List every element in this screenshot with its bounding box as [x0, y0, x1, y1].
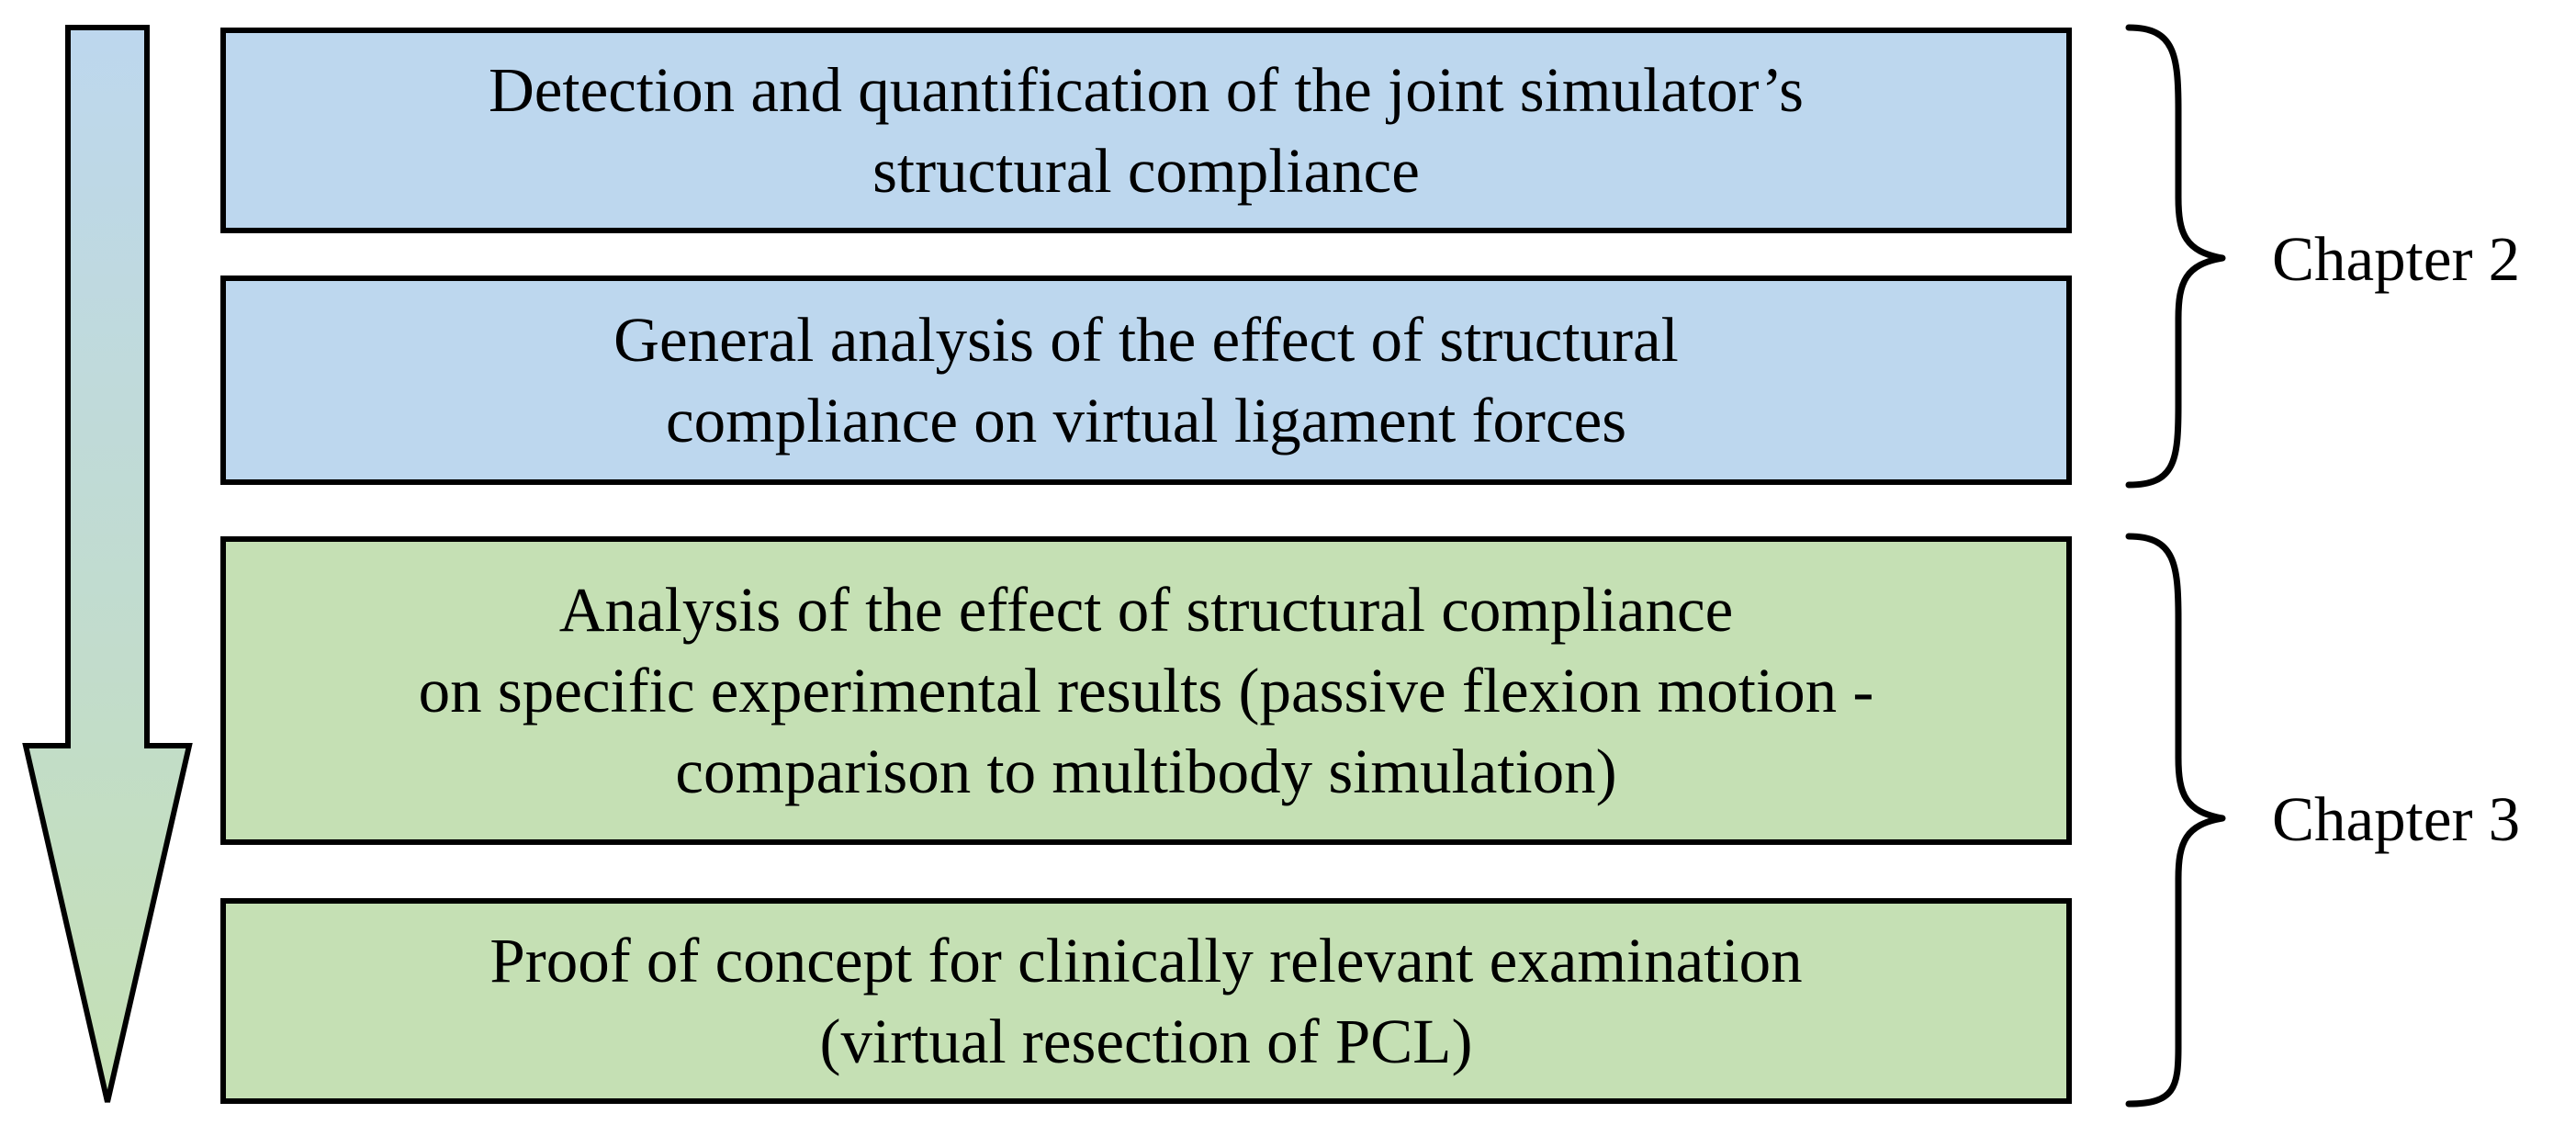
step-4-line-1: Proof of concept for clinically relevant… — [489, 926, 1803, 995]
step-2-line-1: General analysis of the effect of struct… — [613, 305, 1679, 375]
chapter-2-brace — [2125, 24, 2226, 489]
step-4-line-2: (virtual resection of PCL) — [819, 1007, 1473, 1076]
step-3-line-1: Analysis of the effect of structural com… — [558, 575, 1734, 645]
step-box-structural-compliance-detection: Detection and quantification of the join… — [220, 28, 2072, 233]
step-1-line-1: Detection and quantification of the join… — [488, 55, 1805, 125]
chapter-3-brace — [2125, 533, 2226, 1108]
progression-arrow — [22, 25, 193, 1103]
step-2-line-2: compliance on virtual ligament forces — [665, 386, 1627, 456]
step-box-specific-results-analysis: Analysis of the effect of structural com… — [220, 536, 2072, 845]
step-box-proof-of-concept: Proof of concept for clinically relevant… — [220, 898, 2072, 1104]
step-box-general-analysis: General analysis of the effect of struct… — [220, 276, 2072, 485]
chapter-3-label: Chapter 3 — [2272, 784, 2521, 854]
step-3-line-3: comparison to multibody simulation) — [675, 737, 1617, 806]
chapter-2-label: Chapter 2 — [2272, 224, 2521, 294]
step-1-line-2: structural compliance — [872, 136, 1420, 206]
step-3-line-2: on specific experimental results (passiv… — [418, 656, 1874, 725]
